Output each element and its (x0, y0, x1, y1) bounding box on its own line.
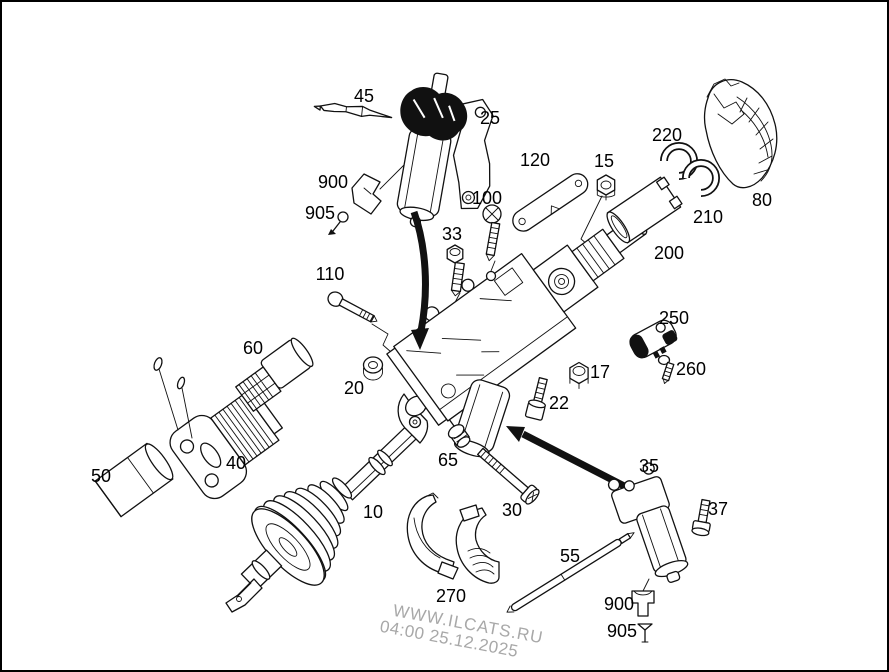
part-label-37: 37 (707, 499, 729, 519)
part-drawing-switch-250 (629, 319, 678, 359)
part-drawing-cover-80 (703, 78, 778, 189)
part-label-50: 50 (90, 466, 112, 486)
part-label-260: 260 (675, 359, 707, 379)
part-label-15: 15 (593, 151, 615, 171)
part-drawing-screw-100 (482, 204, 502, 282)
part-drawing-clamp-270 (406, 492, 500, 584)
part-label-65: 65 (437, 450, 459, 470)
part-drawing-washer-20 (362, 356, 384, 381)
part-label-220: 220 (651, 125, 683, 145)
part-drawing-bolt-37 (691, 498, 711, 537)
part-label-17: 17 (589, 362, 611, 382)
part-label-905-top: 905 (304, 203, 336, 223)
part-label-80: 80 (751, 190, 773, 210)
part-drawing-tube-50 (94, 442, 174, 518)
part-drawing-bolt-33 (446, 244, 465, 297)
part-label-900-top: 900 (317, 172, 349, 192)
part-label-35: 35 (638, 456, 660, 476)
part-label-210: 210 (692, 207, 724, 227)
part-label-900-bottom: 900 (603, 594, 635, 614)
part-label-25: 25 (479, 108, 501, 128)
part-label-905-bottom: 905 (606, 621, 638, 641)
part-drawing-nut-15 (596, 174, 616, 201)
part-label-100: 100 (471, 188, 503, 208)
part-drawing-nut-17 (569, 361, 589, 389)
part-drawing-clamp-210 (682, 159, 720, 197)
part-label-270: 270 (435, 586, 467, 606)
part-label-60: 60 (242, 338, 264, 358)
part-label-10: 10 (362, 502, 384, 522)
part-label-55: 55 (559, 546, 581, 566)
part-label-200: 200 (653, 243, 685, 263)
part-label-20: 20 (343, 378, 365, 398)
part-label-250: 250 (658, 308, 690, 328)
part-label-22: 22 (548, 393, 570, 413)
part-label-45: 45 (353, 86, 375, 106)
part-drawing-pin-905-top (328, 211, 349, 235)
part-drawing-cap-900-bottom (631, 590, 655, 617)
part-label-33: 33 (441, 224, 463, 244)
part-drawing-connector-60 (235, 337, 314, 412)
part-drawing-bolt-110 (327, 291, 378, 323)
part-drawing-bracket-900-top (351, 173, 382, 215)
part-drawing-shaft-boot-10 (225, 420, 424, 613)
part-drawing-screw-260 (657, 354, 675, 384)
part-drawing-actuator-35 (607, 462, 689, 583)
part-label-40: 40 (225, 453, 247, 473)
part-drawing-screw-30 (477, 447, 540, 505)
part-label-30: 30 (501, 500, 523, 520)
part-drawing-sleeve-200 (606, 176, 683, 244)
part-drawing-pin-905-bottom (637, 623, 653, 643)
part-drawing-rod-55 (506, 532, 635, 613)
part-drawing-flange-40 (153, 357, 283, 500)
part-label-110: 110 (315, 264, 345, 284)
part-drawing-motor-25 (396, 72, 494, 228)
part-drawing-strap-120 (512, 173, 589, 232)
part-drawing-rod-45 (313, 102, 393, 119)
curved-arrow-down (410, 210, 429, 350)
part-label-120: 120 (519, 150, 551, 170)
part-drawing-plug-65 (447, 424, 471, 448)
part-drawing-bolt-22 (524, 377, 548, 421)
